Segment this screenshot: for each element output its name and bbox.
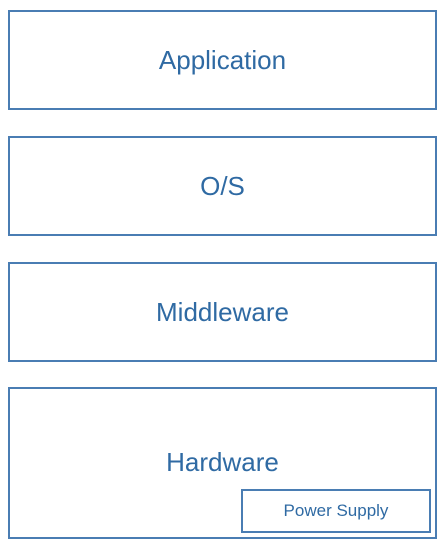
layer-os: O/S — [8, 136, 437, 236]
power-supply-box: Power Supply — [241, 489, 431, 533]
layer-label-hardware: Hardware — [166, 447, 279, 477]
power-supply-label: Power Supply — [283, 501, 389, 520]
layer-label-middleware: Middleware — [156, 296, 289, 327]
layer-label-os: O/S — [200, 170, 245, 201]
layer-hardware: Hardware Power Supply — [8, 387, 437, 539]
layer-label-application: Application — [158, 44, 287, 75]
layer-middleware: Middleware — [8, 262, 437, 362]
layer-application: Application — [8, 10, 437, 110]
